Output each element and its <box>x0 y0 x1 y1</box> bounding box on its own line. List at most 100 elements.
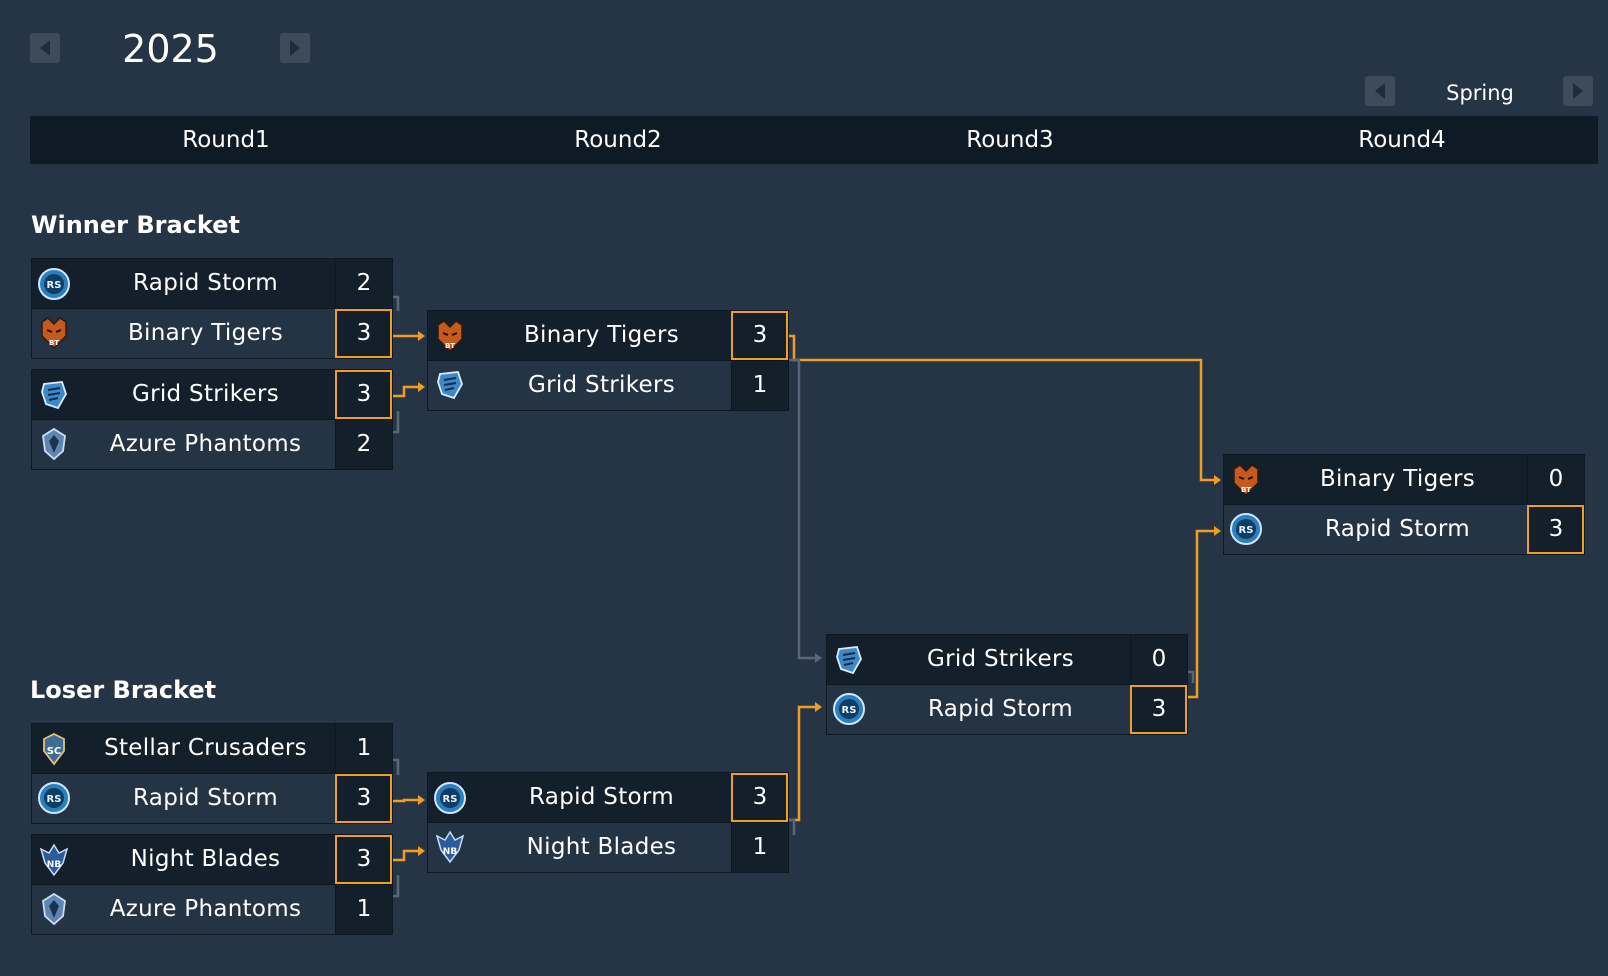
rapid-storm-logo <box>1224 505 1268 554</box>
team-score: 1 <box>335 724 392 773</box>
connector-winner <box>789 334 1214 482</box>
connector-muted <box>789 818 796 835</box>
team-score: 1 <box>731 360 788 410</box>
round-tabs: Round1 Round2 Round3 Round4 <box>30 116 1598 164</box>
grid-strikers-logo <box>428 361 472 410</box>
prev-season-button[interactable] <box>1365 76 1395 106</box>
wb-r1-match-2[interactable]: Grid Strikers 3 Azure Phantoms 2 <box>31 369 393 470</box>
team-row[interactable]: Rapid Storm 2 <box>31 258 393 309</box>
tab-round1[interactable]: Round1 <box>182 127 270 153</box>
team-name: Binary Tigers <box>127 319 284 346</box>
team-score-winner: 3 <box>335 308 392 358</box>
team-score-winner: 3 <box>731 773 788 822</box>
connector-winner <box>393 798 418 803</box>
rapid-storm-logo <box>32 774 76 823</box>
team-row[interactable]: Grid Strikers 0 <box>826 634 1188 685</box>
team-row[interactable]: Night Blades 3 <box>31 834 393 885</box>
team-row[interactable]: Binary Tigers 0 <box>1223 454 1585 505</box>
azure-phantoms-logo <box>32 420 76 469</box>
winner-bracket-title: Winner Bracket <box>31 211 240 239</box>
team-score: 0 <box>1527 455 1584 504</box>
team-row[interactable]: Stellar Crusaders 1 <box>31 723 393 774</box>
night-blades-logo <box>32 835 76 884</box>
team-row[interactable]: Azure Phantoms 2 <box>31 418 393 470</box>
lb-r1-match-2[interactable]: Night Blades 3 Azure Phantoms 1 <box>31 834 393 935</box>
team-score-winner: 3 <box>1527 504 1584 554</box>
connector-muted <box>393 411 400 434</box>
team-row[interactable]: Rapid Storm 3 <box>1223 503 1585 555</box>
team-row[interactable]: Binary Tigers 3 <box>31 307 393 359</box>
team-name: Night Blades <box>130 846 281 872</box>
team-score: 1 <box>731 822 788 872</box>
binary-tigers-logo <box>1224 455 1268 504</box>
team-score: 0 <box>1130 635 1187 684</box>
tab-round3[interactable]: Round3 <box>966 127 1054 153</box>
prev-year-button[interactable] <box>30 33 60 63</box>
team-score-winner: 3 <box>731 311 788 360</box>
lb-r2-match-1[interactable]: Rapid Storm 3 Night Blades 1 <box>427 772 789 873</box>
arrow-icon <box>815 653 822 663</box>
connector-muted <box>789 358 815 660</box>
team-row[interactable]: Rapid Storm 3 <box>826 683 1188 735</box>
team-row[interactable]: Night Blades 1 <box>427 821 789 873</box>
loser-bracket-title: Loser Bracket <box>30 676 217 704</box>
r3-match-1[interactable]: Grid Strikers 0 Rapid Storm 3 <box>826 634 1188 735</box>
arrow-icon <box>418 795 425 805</box>
chevron-left-icon <box>40 40 50 56</box>
connector-winner <box>393 849 418 862</box>
team-name: Rapid Storm <box>1325 515 1470 542</box>
team-name: Rapid Storm <box>133 270 278 296</box>
connector-winner <box>1188 529 1214 699</box>
grid-strikers-logo <box>827 635 871 684</box>
team-name: Binary Tigers <box>523 322 680 348</box>
arrow-icon <box>418 382 425 392</box>
wb-r1-match-1[interactable]: Rapid Storm 2 Binary Tigers 3 <box>31 258 393 359</box>
arrow-icon <box>1214 475 1221 485</box>
binary-tigers-logo <box>32 309 76 358</box>
connector-muted <box>393 758 400 775</box>
rapid-storm-logo <box>827 685 871 734</box>
connector-muted <box>1188 670 1195 683</box>
tab-round2[interactable]: Round2 <box>574 127 662 153</box>
team-row[interactable]: Grid Strikers 1 <box>427 359 789 411</box>
team-name: Grid Strikers <box>527 371 676 398</box>
chevron-right-icon <box>1573 83 1583 99</box>
year-label: 2025 <box>122 27 219 71</box>
next-season-button[interactable] <box>1563 76 1593 106</box>
team-score-winner: 3 <box>1130 684 1187 734</box>
team-row[interactable]: Rapid Storm 3 <box>31 772 393 824</box>
team-score-winner: 3 <box>335 370 392 419</box>
season-label: Spring <box>1446 81 1514 105</box>
azure-phantoms-logo <box>32 885 76 934</box>
team-name: Binary Tigers <box>1319 466 1476 492</box>
team-row[interactable]: Rapid Storm 3 <box>427 772 789 823</box>
team-name: Rapid Storm <box>928 695 1073 722</box>
rapid-storm-logo <box>428 773 472 822</box>
team-score-winner: 3 <box>335 773 392 823</box>
lb-r1-match-1[interactable]: Stellar Crusaders 1 Rapid Storm 3 <box>31 723 393 824</box>
arrow-icon <box>815 702 822 712</box>
team-name: Grid Strikers <box>131 381 280 407</box>
team-name: Rapid Storm <box>529 784 674 810</box>
team-score-winner: 3 <box>335 835 392 884</box>
final-match[interactable]: Binary Tigers 0 Rapid Storm 3 <box>1223 454 1585 555</box>
team-row[interactable]: Grid Strikers 3 <box>31 369 393 420</box>
arrow-icon <box>1214 526 1221 536</box>
team-name: Rapid Storm <box>133 784 278 811</box>
chevron-left-icon <box>1375 83 1385 99</box>
team-row[interactable]: Binary Tigers 3 <box>427 310 789 361</box>
tab-round4[interactable]: Round4 <box>1358 127 1446 153</box>
team-name: Azure Phantoms <box>109 895 302 922</box>
team-row[interactable]: Azure Phantoms 1 <box>31 883 393 935</box>
connector-winner <box>789 705 815 822</box>
team-score: 1 <box>335 884 392 934</box>
next-year-button[interactable] <box>280 33 310 63</box>
rapid-storm-logo <box>32 259 76 308</box>
wb-r2-match-1[interactable]: Binary Tigers 3 Grid Strikers 1 <box>427 310 789 411</box>
team-score: 2 <box>335 259 392 308</box>
team-score: 2 <box>335 419 392 469</box>
arrow-icon <box>418 331 425 341</box>
team-name: Grid Strikers <box>926 646 1075 672</box>
arrow-icon <box>418 846 425 856</box>
